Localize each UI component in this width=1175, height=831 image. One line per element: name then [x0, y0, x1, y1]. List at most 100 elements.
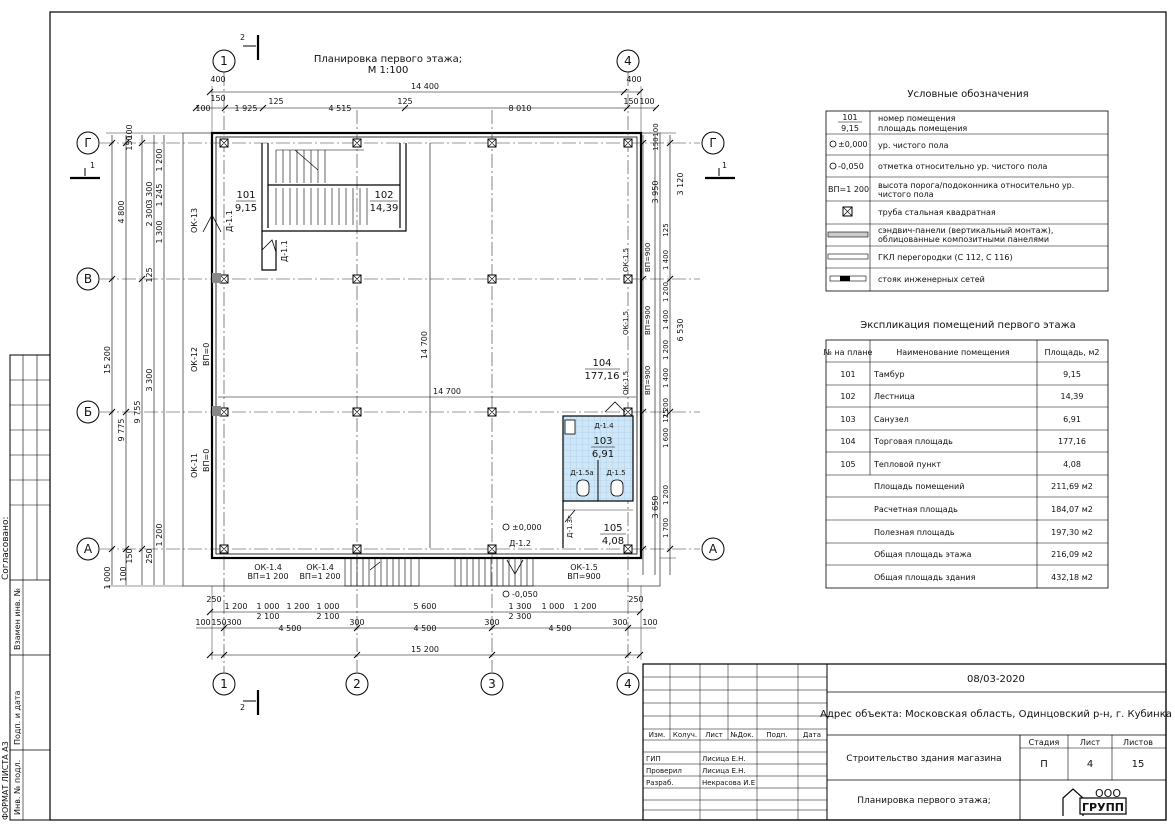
room-101-area: 9,15 [235, 203, 257, 214]
dim-left-m: 250 [145, 548, 154, 563]
dim-left-p: 150 [125, 135, 134, 150]
opening-ok12-vp: ВП=0 [202, 343, 211, 366]
explication-row-area: 9,15 [1063, 370, 1081, 379]
opening-ok14b-vp: ВП=1 200 [299, 572, 340, 581]
axis-label-b: Б [84, 405, 92, 419]
dim-bottom-100a: 100 [195, 618, 210, 627]
opening-ok15a: ОК-1.5 [570, 563, 598, 572]
dim-right-c: 6 530 [676, 319, 685, 342]
dim-left-b: 9 775 [117, 419, 126, 442]
opening-ok14a: ОК-1.4 [254, 563, 282, 572]
dim-left-a: 4 800 [117, 201, 126, 224]
axis-label-a-right: А [709, 542, 718, 556]
logo-bottom-text: ГРУПП [1082, 801, 1124, 814]
dim-bottom-300a: 300 [226, 618, 241, 627]
room-103-number: 103 [593, 436, 612, 447]
stamp-col-koluch: Колуч. [673, 731, 697, 739]
explication-header-area: Площадь, м2 [1045, 348, 1100, 357]
section-label-top: 2 [240, 33, 245, 42]
stamp-name: Лисица Е.Н. [702, 755, 746, 763]
axis-label-1-top: 1 [220, 54, 228, 68]
opening-ok14a-vp: ВП=1 200 [247, 572, 288, 581]
side-agreed: Согласовано: [1, 517, 11, 580]
plan-scale: М 1:100 [368, 65, 409, 76]
dim-right-d: 3 650 [651, 496, 660, 519]
legend-item-1-text2: площадь помещения [878, 124, 967, 133]
dim-right-o: 125 [662, 409, 670, 422]
dim-bottom-p1: 4 500 [279, 624, 302, 633]
dim-top-i: 4 515 [329, 104, 352, 113]
legend [825, 110, 1109, 292]
dim-left-1200b: 1 200 [155, 524, 164, 547]
door-d13: Д-1.3г [566, 515, 574, 538]
dim-left-h: 1 245 [155, 184, 164, 207]
room-101-number: 101 [236, 190, 255, 201]
explication-row-num: 103 [840, 415, 855, 424]
dim-top-total: 14 400 [411, 82, 439, 91]
dim-bottom-r1: 2 100 [257, 612, 280, 621]
room-103-area: 6,91 [592, 449, 614, 460]
dim-bottom-q2: 1 000 [257, 602, 280, 611]
axis-label-1: 1 [220, 677, 228, 691]
dim-bottom-150a: 150 [211, 618, 226, 627]
axis-label-4: 4 [624, 677, 632, 691]
dim-bottom-300c: 300 [484, 618, 499, 627]
explication-total-area: 184,07 м2 [1051, 505, 1093, 514]
dim-bottom-r2: 2 100 [317, 612, 340, 621]
dim-left-o: 100 [125, 124, 134, 139]
legend-title: Условные обозначения [907, 89, 1028, 100]
explication-row-num: 105 [840, 460, 855, 469]
section-label-right: 1 [722, 161, 727, 170]
dim-bottom-r3: 2 300 [509, 612, 532, 621]
explication-row-area: 4,08 [1063, 460, 1081, 469]
axis-label-a: А [84, 542, 93, 556]
dim-top-g: 1 925 [235, 104, 258, 113]
dim-right-j: 1 200 [662, 398, 670, 418]
opening-ok11-vp: ВП=0 [202, 449, 211, 472]
logo-top-text: ООО [1095, 787, 1121, 800]
title-block [642, 663, 1167, 821]
room-105-number: 105 [603, 523, 622, 534]
dim-bottom-300b: 300 [349, 618, 364, 627]
dim-right-f: 1 200 [662, 282, 670, 302]
dim-bottom-250a: 250 [206, 595, 221, 604]
opening-ok15c: ОК-1.5 [622, 311, 630, 335]
stamp-col-date: Дата [803, 731, 821, 739]
door-d15b: Д-1.5 [606, 469, 625, 477]
dim-right-m: 1 700 [662, 518, 670, 538]
legend-item-1-text1: номер помещения [878, 114, 956, 123]
dim-right-a: 3 950 [651, 181, 660, 204]
explication-row-area: 177,16 [1058, 437, 1086, 446]
dim-right-q: 150 [652, 137, 660, 150]
explication-total-area: 432,18 м2 [1051, 573, 1093, 582]
side-inv: Инв. № подл. [13, 760, 22, 815]
room-102-number: 102 [374, 190, 393, 201]
dim-bottom-q6: 1 300 [509, 602, 532, 611]
company-logo: ООО ГРУПП [1062, 787, 1127, 816]
legend-symbol-zero: ±0,000 [838, 140, 868, 149]
legend-item-8-text1: стояк инженерных сетей [878, 275, 985, 284]
dim-left-c: 9 755 [133, 401, 142, 424]
explication-row-name: Лестница [874, 392, 915, 401]
dim-right-e: 1 400 [662, 250, 670, 270]
explication-title: Экспликация помещений первого этажа [860, 320, 1075, 331]
axis-label-g-right: Г [709, 136, 716, 150]
dim-left-e: 1 300 [155, 221, 164, 244]
door-d14: Д-1.4 [594, 422, 614, 430]
opening-ok13: ОК-13 [190, 208, 199, 233]
stamp-stage-label: Стадия [1029, 738, 1060, 747]
stamp-col-doc: №Док. [730, 731, 754, 739]
dim-bottom-q8: 1 200 [574, 602, 597, 611]
explication-row-area: 6,91 [1063, 415, 1081, 424]
dim-bottom-q1: 1 200 [225, 602, 248, 611]
dim-bottom-300d: 300 [612, 618, 627, 627]
legend-symbol-room: 101 [842, 113, 857, 122]
dim-bottom-250b: 250 [628, 595, 643, 604]
explication-row-num: 101 [840, 370, 855, 379]
room-105-area: 4,08 [602, 536, 624, 547]
legend-symbol-room-number: 101 [842, 113, 857, 122]
dim-right-b: 3 120 [676, 173, 685, 196]
dim-right-g: 1 400 [662, 310, 670, 330]
legend-item-4-text1: высота порога/подоконника относительно у… [878, 181, 1074, 190]
